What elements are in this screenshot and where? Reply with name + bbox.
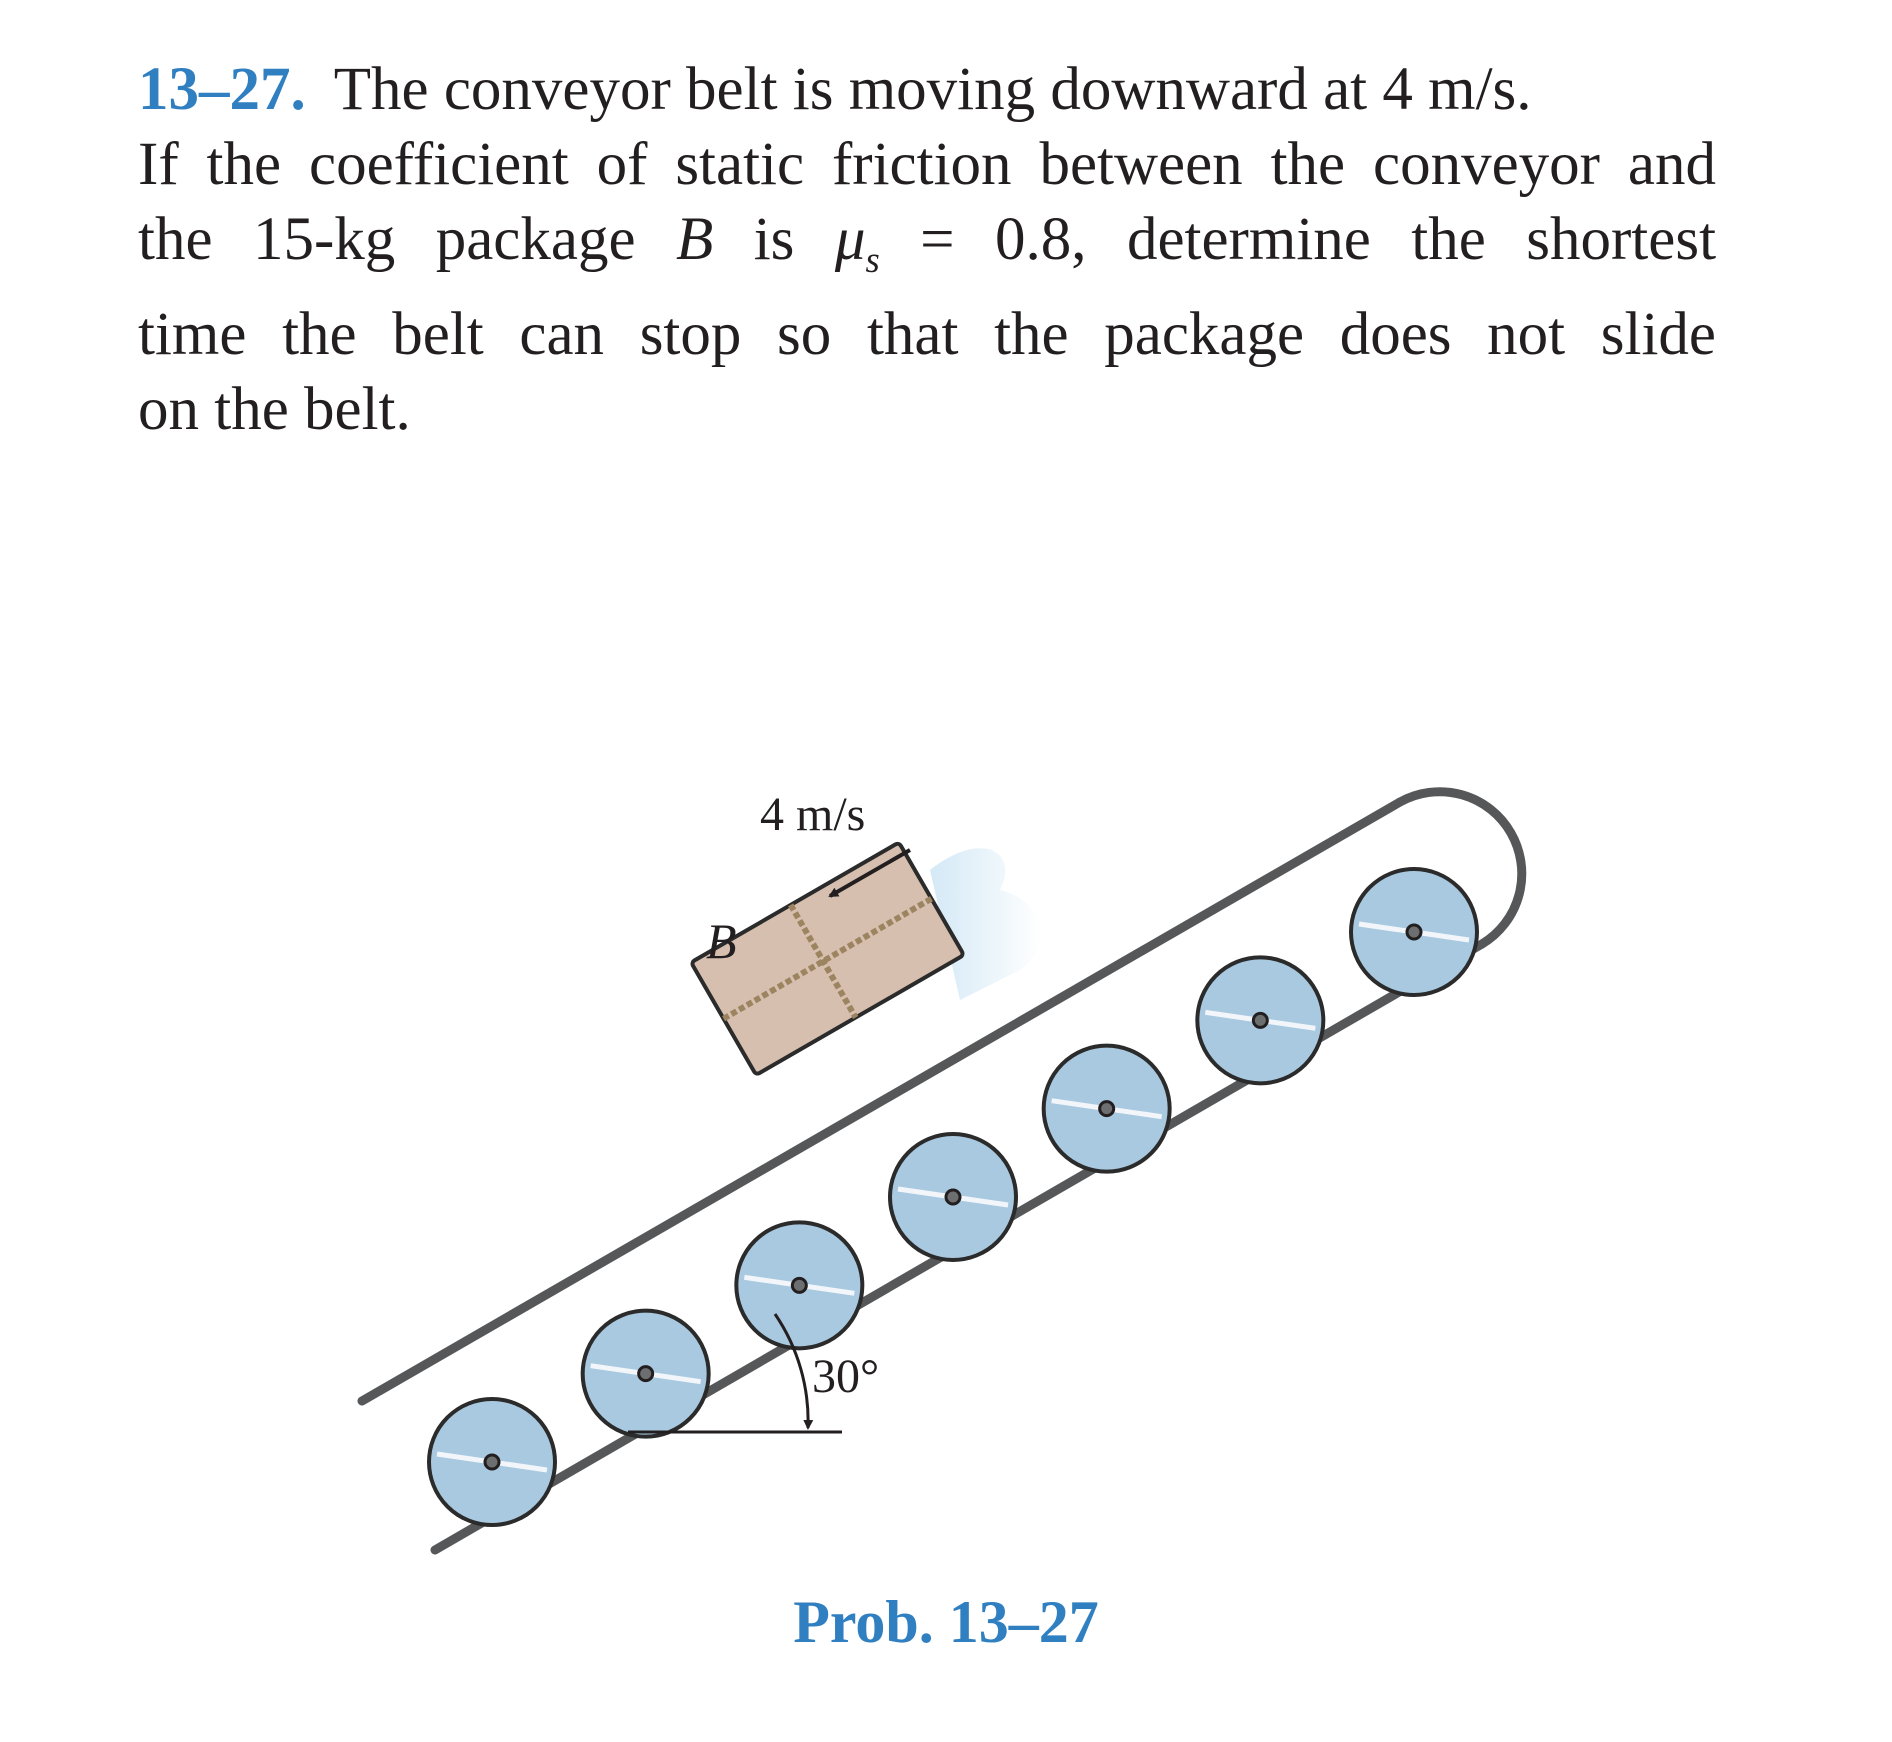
motion-blur bbox=[930, 848, 1042, 1000]
mu-symbol: μ bbox=[834, 206, 866, 273]
roller bbox=[580, 1308, 711, 1439]
problem-line-3: the 15-kg package B is μs = 0.8, determi… bbox=[138, 202, 1716, 297]
roller-axle bbox=[790, 1276, 808, 1294]
problem-line-4: time the belt can stop so that the packa… bbox=[138, 300, 1716, 368]
belt-upper-run bbox=[357, 797, 1405, 1406]
roller bbox=[888, 1132, 1018, 1262]
problem-text-is: is bbox=[753, 206, 795, 273]
angle-label: 30° bbox=[812, 1350, 879, 1403]
mu-subscript: s bbox=[865, 238, 880, 280]
roller-axle bbox=[1405, 923, 1423, 941]
conveyor-figure: 4 m/s B 30° bbox=[357, 787, 1527, 1555]
package-string-vertical bbox=[788, 903, 859, 1019]
roller bbox=[1195, 955, 1326, 1086]
package-label: B bbox=[706, 913, 737, 969]
figure-caption: Prob. 13–27 bbox=[793, 1589, 1099, 1655]
problem-number: 13–27. bbox=[138, 56, 306, 123]
rollers bbox=[427, 867, 1479, 1527]
package-string-horizontal bbox=[722, 896, 933, 1022]
problem-text-1: The conveyor belt is moving downward at … bbox=[333, 56, 1532, 123]
package-symbol: B bbox=[675, 206, 714, 273]
problem-text-3b: = 0.8, determine the shortest bbox=[920, 206, 1717, 273]
package-b bbox=[690, 841, 965, 1076]
velocity-arrow bbox=[828, 848, 911, 898]
problem-statement: 13–27. The conveyor belt is moving downwa… bbox=[138, 52, 1716, 447]
problem-line-5: on the belt. bbox=[138, 375, 411, 443]
roller-axle bbox=[637, 1365, 655, 1383]
speed-label: 4 m/s bbox=[760, 788, 865, 841]
roller bbox=[734, 1220, 865, 1351]
roller-axle bbox=[1251, 1011, 1269, 1029]
problem-line-2: If the coefficient of static friction be… bbox=[138, 131, 1716, 198]
roller bbox=[1349, 867, 1479, 997]
roller-axle bbox=[483, 1453, 501, 1471]
roller-axle bbox=[944, 1188, 962, 1206]
roller-axle bbox=[1098, 1100, 1116, 1118]
roller bbox=[427, 1397, 557, 1527]
angle-arc bbox=[773, 1313, 814, 1430]
problem-line-1: 13–27. The conveyor belt is moving downwa… bbox=[138, 52, 1716, 127]
roller bbox=[1041, 1043, 1172, 1174]
problem-text-3a: the 15-kg package bbox=[138, 206, 636, 273]
belt-end-curve bbox=[1395, 787, 1527, 949]
